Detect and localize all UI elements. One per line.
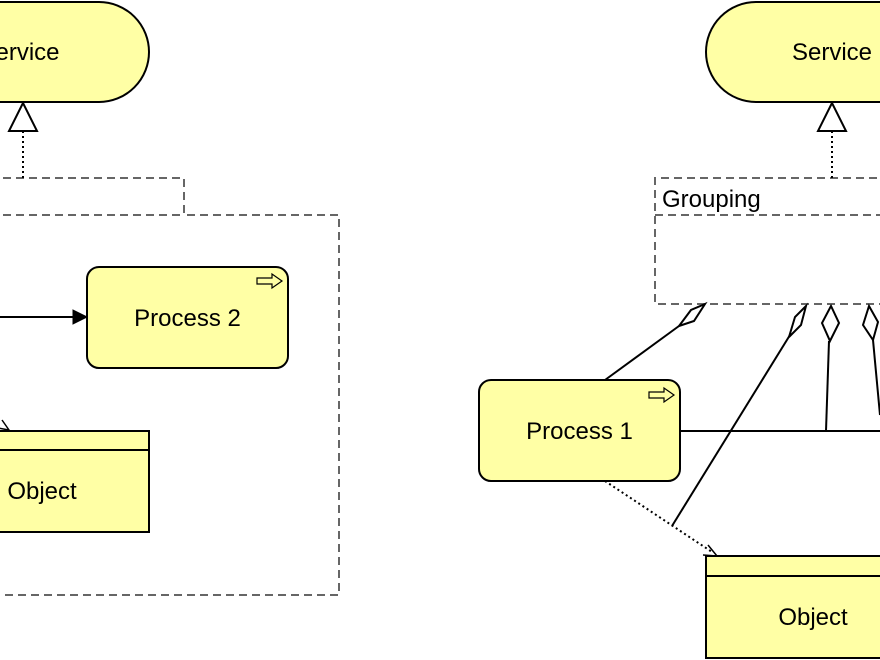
left-service-node[interactable] [0, 1, 150, 103]
right-service-node[interactable] [705, 1, 880, 103]
grouping-label: Grouping [662, 186, 761, 213]
process-arrow-icon [648, 386, 676, 404]
aggregation-line-right-b[interactable] [872, 339, 880, 416]
left-object-node[interactable] [0, 430, 150, 533]
process-arrow-icon [256, 272, 284, 290]
aggregation-diamond-right-b [861, 303, 880, 343]
access-line-process1-object[interactable] [604, 480, 713, 553]
left-object-label: Object [7, 478, 77, 505]
aggregation-diamond-process1 [676, 301, 708, 328]
left-grouping-box[interactable] [0, 177, 340, 596]
aggregation-diamond-right-a [820, 303, 841, 344]
aggregation-line-process1[interactable] [604, 325, 680, 381]
left-service-label: Service [0, 39, 60, 66]
left-access-arrowhead [0, 419, 11, 432]
right-service-label: Service [792, 39, 872, 66]
left-flow-arrowhead [72, 309, 89, 325]
process-2-label: Process 2 [134, 305, 241, 332]
process-1-label: Process 1 [526, 418, 633, 445]
right-realization-arrowhead [816, 100, 848, 132]
process-1-node[interactable] [478, 379, 681, 482]
right-grouping-box[interactable] [654, 177, 880, 305]
right-object-label: Object [778, 604, 848, 631]
process-2-node[interactable] [86, 266, 289, 369]
aggregation-line-right-a[interactable] [825, 340, 830, 432]
right-object-node[interactable] [705, 555, 880, 659]
left-realization-arrowhead [7, 100, 39, 132]
aggregation-diamond-object [788, 302, 808, 338]
